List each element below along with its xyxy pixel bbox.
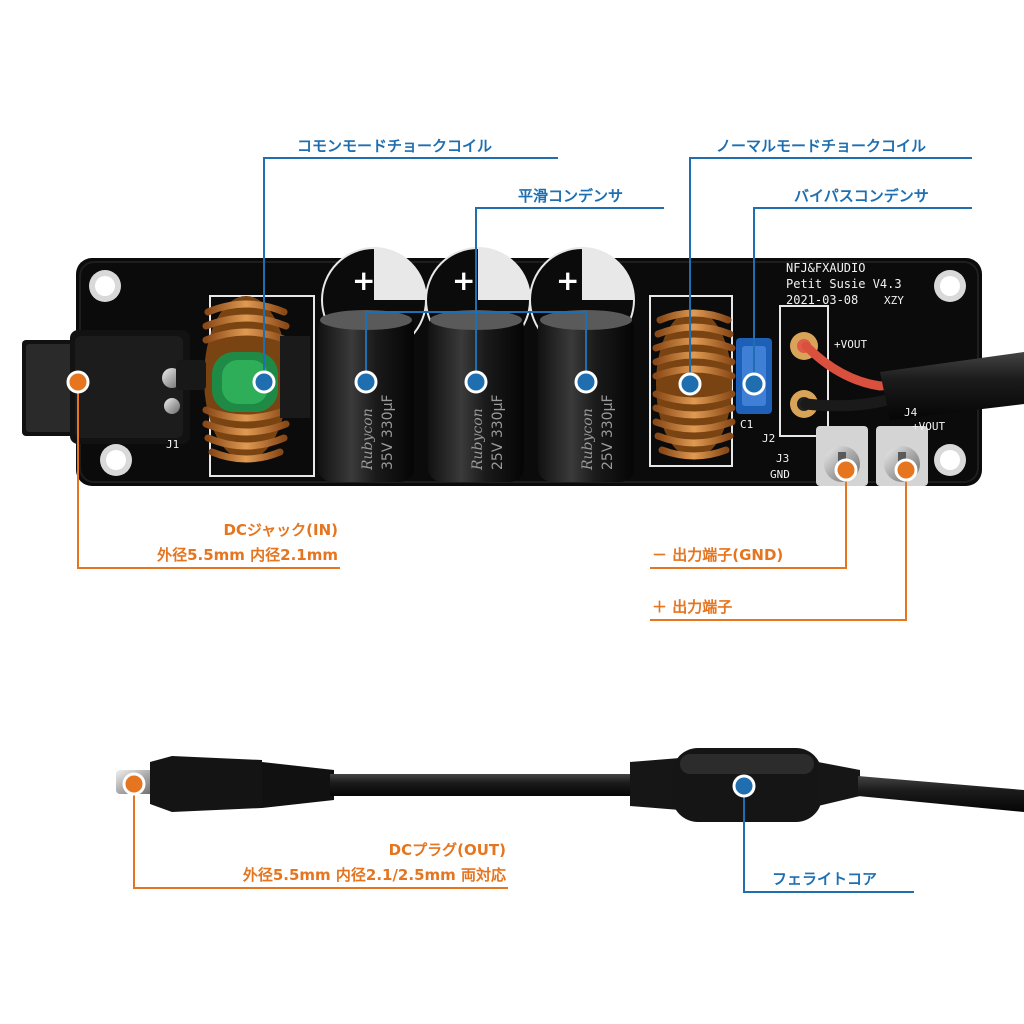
dc-jack [22,330,190,444]
callout-line-normal-choke [689,157,972,384]
callout-line-ferrite [743,786,914,893]
callout-line-common-choke [263,157,558,380]
label-smoothing-capacitor: 平滑コンデンサ [518,187,624,205]
silk-signature: XZY [884,294,904,307]
callout-line-minus-terminal [650,470,847,569]
mounting-hole-bl [100,444,132,476]
mounting-hole-tl [89,270,121,302]
cap-1-rating: 35V 330μF [380,394,396,470]
silk-vout-plus-j4: +VOUT [912,420,946,433]
label-ferrite-core: フェライトコア [772,870,878,888]
callout-dots [66,370,918,798]
cap-2-brand: Rubycon [470,408,486,471]
label-bypass-capacitor: バイパスコンデンサ [794,187,929,205]
plus-mark-3: + [556,264,579,297]
label-dc-jack-name: DCジャック(IN) [223,521,338,539]
label-plus-terminal: ＋ 出力端子 [652,598,733,616]
cap-1-brand: Rubycon [360,408,376,471]
silk-brand: NFJ&FXAUDIO [786,261,866,275]
callout-line-plus-terminal [650,470,907,621]
callout-line-smoothing-bracket [365,311,587,380]
label-normal-mode-choke: ノーマルモードチョークコイル [716,137,927,155]
common-mode-choke [176,296,310,463]
cap-3-rating: 25V 330μF [600,394,616,470]
mounting-hole-tr [934,270,966,302]
callout-line-bypass-cap [753,207,972,384]
silk-j3: J3 [776,452,790,465]
output-wires [800,341,1024,420]
silk-model: Petit Susie V4.3 [786,277,902,291]
cap-3-brand: Rubycon [580,408,596,471]
silk-j2: J2 [762,432,776,445]
silk-date: 2021-03-08 [786,293,859,307]
dc-plug-cable [116,748,1024,822]
callout-line-dc-jack [77,382,340,569]
pcb-board [76,258,982,486]
callout-lines [77,157,972,893]
label-common-mode-choke: コモンモードチョークコイル [297,137,493,155]
silk-c1: C1 [740,418,754,431]
callout-line-smoothing-cap [475,207,664,380]
plus-mark-2: + [452,264,475,297]
mounting-hole-br [934,444,966,476]
callout-line-dc-plug [133,784,508,889]
cap-2-rating: 25V 330μF [490,394,506,470]
silk-outline-j2 [779,305,829,437]
plus-mark-1: + [352,264,375,297]
label-dc-plug-size: 外径5.5mm 内径2.1/2.5mm 両対応 [242,866,506,884]
silk-vout-plus: +VOUT [834,338,868,351]
label-dc-jack-size: 外径5.5mm 内径2.1mm [157,546,338,564]
silk-gnd: GND [770,468,790,481]
label-dc-plug-name: DCプラグ(OUT) [388,841,506,859]
label-minus-terminal: － 出力端子(GND) [652,546,784,564]
silk-j1: J1 [166,438,180,451]
silk-j4: J4 [904,406,918,419]
